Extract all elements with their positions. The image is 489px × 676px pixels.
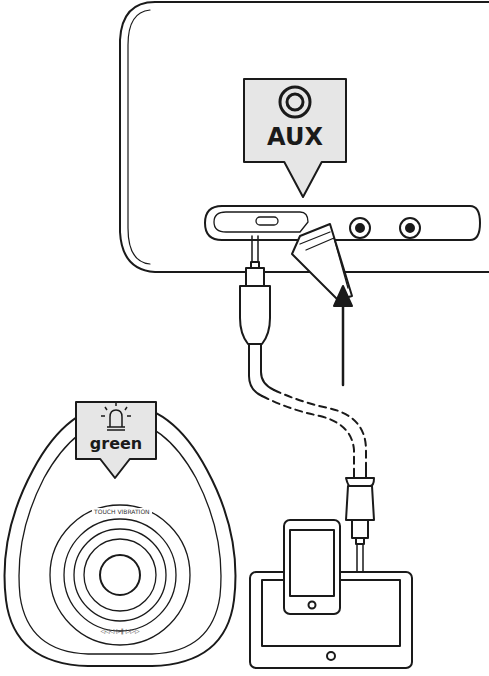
cable [354, 470, 366, 478]
jack-plug [252, 236, 258, 262]
button [406, 224, 414, 232]
direction-arrow [334, 286, 352, 306]
button [356, 224, 364, 232]
cable [249, 344, 274, 396]
led-icon [101, 403, 131, 430]
callout-outline [244, 79, 346, 197]
jack-plug [357, 544, 363, 572]
port-cover-flap [300, 232, 330, 244]
callout-outline [76, 402, 156, 478]
speaker-body [120, 2, 489, 272]
button [400, 218, 420, 238]
phone-button [309, 602, 316, 609]
jack-plug [352, 520, 368, 538]
callout-box: AUX [243, 78, 347, 198]
port-cover-flap [306, 238, 348, 288]
callout-text: green [75, 435, 157, 453]
panel-recess [205, 206, 480, 240]
speaker-ring [100, 555, 140, 595]
speaker-ring [64, 519, 176, 631]
cable [274, 390, 366, 470]
button [350, 218, 370, 238]
speaker-edge [128, 10, 150, 264]
callout-text: AUX [243, 124, 347, 150]
cable [262, 396, 354, 470]
jack-plug [246, 268, 264, 286]
usb-port [256, 217, 278, 225]
tablet-button [327, 652, 335, 660]
jack-plug [356, 538, 364, 544]
speaker-ring [84, 539, 156, 611]
control-icons: ◁◁◁ ▷‖ ▷▷▷ [100, 627, 140, 635]
phone [284, 520, 340, 614]
jack-plug [346, 486, 374, 520]
panel-inner [214, 212, 308, 232]
direction-arrow [342, 305, 345, 385]
jack-plug [346, 478, 374, 486]
speaker-ring [50, 505, 190, 645]
ring-label: TOUCH VIBRATION [92, 508, 152, 515]
aux-port-icon [287, 94, 303, 110]
callout-box: green [75, 401, 157, 479]
speaker-front [5, 404, 236, 666]
jack-plug [240, 286, 270, 344]
speaker-ring [74, 529, 166, 621]
aux-port-icon [280, 87, 310, 117]
phone-screen [290, 530, 334, 596]
